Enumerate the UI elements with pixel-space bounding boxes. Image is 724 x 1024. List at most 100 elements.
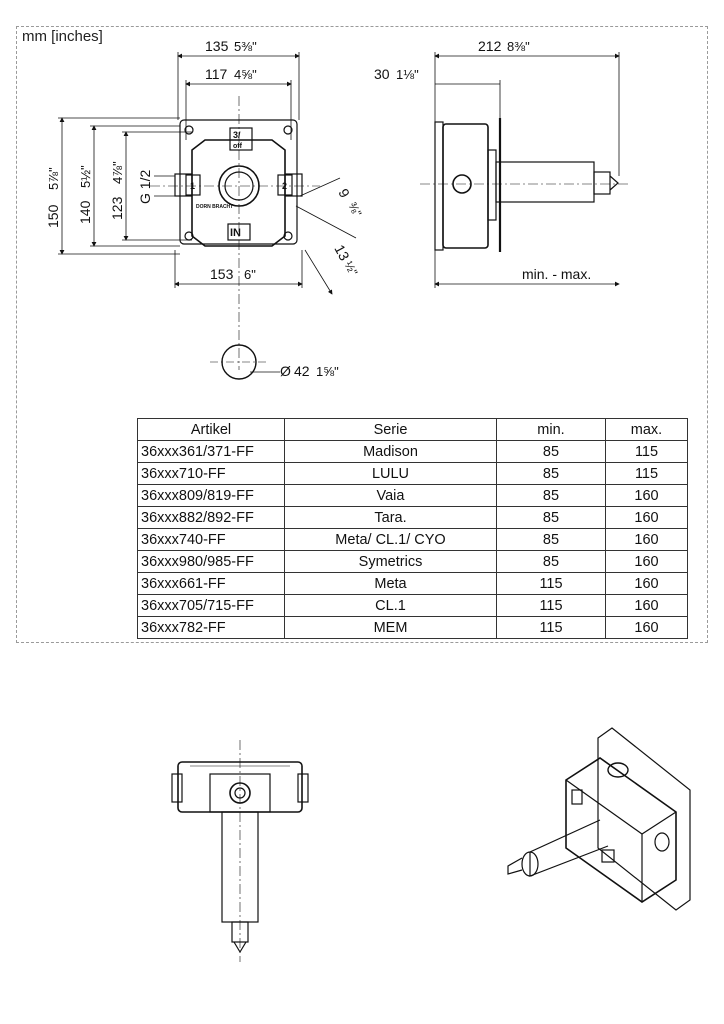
dim-width-inner: 117 (205, 66, 228, 82)
dim-height-mid-in: 5½" (78, 165, 93, 188)
port-label-left: 1 (190, 181, 195, 191)
dim-diag-large-in: ½" (341, 259, 360, 278)
dim-diag-large: 13 (331, 242, 353, 263)
cell-max: 160 (605, 550, 688, 573)
cell-max: 160 (605, 616, 688, 639)
brand-label: DORN BRACHT (196, 204, 233, 210)
dim-offset: 30 (374, 66, 390, 82)
cell-min: 85 (496, 506, 606, 529)
cell-artikel: 36xxx661-FF (137, 572, 285, 595)
cell-serie: LULU (284, 462, 497, 485)
dim-height-outer: 150 (45, 204, 61, 228)
dim-height-outer-in: 5⅞" (46, 167, 61, 190)
header-min: min. (496, 418, 606, 441)
cell-max: 115 (605, 462, 688, 485)
cell-serie: CL.1 (284, 594, 497, 617)
dim-diag-small-in: ⅜" (345, 200, 364, 219)
cell-artikel: 36xxx980/985-FF (137, 550, 285, 573)
cell-artikel: 36xxx710-FF (137, 462, 285, 485)
dim-diameter-in: 1⅝" (316, 364, 339, 379)
cell-max: 160 (605, 506, 688, 529)
cell-min: 115 (496, 572, 606, 595)
dim-height-inner-in: 4⅞" (110, 161, 125, 184)
dim-height-inner: 123 (109, 196, 125, 220)
iso-label-b (601, 849, 615, 863)
front-view (150, 96, 320, 370)
cell-max: 160 (605, 594, 688, 617)
side-collar (487, 149, 497, 221)
cell-artikel: 36xxx809/819-FF (137, 484, 285, 507)
side-dimension-text: 212 8⅜" 30 1⅛" min. - max. (374, 38, 591, 282)
dim-width-outer: 135 (205, 38, 229, 54)
cell-serie: Vaia (284, 484, 497, 507)
circle-detail-text: Ø 42 1⅝" (280, 363, 339, 379)
iso-view (507, 727, 691, 911)
iso-plate (597, 727, 691, 911)
cell-serie: Meta (284, 572, 497, 595)
cell-artikel: 36xxx361/371-FF (137, 440, 285, 463)
dim-diameter: 42 (294, 363, 310, 379)
front-dimensions (58, 52, 357, 295)
iso-top-port (607, 762, 629, 778)
cell-min: 85 (496, 484, 606, 507)
side-housing (442, 123, 489, 249)
cell-max: 160 (605, 484, 688, 507)
cell-min: 85 (496, 462, 606, 485)
port-label-in: IN (230, 227, 241, 239)
port-label-top-2: off (233, 143, 243, 150)
cell-serie: Tara. (284, 506, 497, 529)
label-box-top (229, 127, 253, 151)
cell-min: 85 (496, 440, 606, 463)
top-view (171, 740, 309, 962)
cell-serie: MEM (284, 616, 497, 639)
iso-label-a (571, 789, 583, 805)
mount-hole-br (283, 231, 293, 241)
cell-min: 85 (496, 528, 606, 551)
cell-serie: Symetrics (284, 550, 497, 573)
table-header-row: Artikel Serie min. max. (137, 418, 688, 441)
cell-artikel: 36xxx705/715-FF (137, 594, 285, 617)
dim-height-mid: 140 (77, 200, 93, 224)
cell-artikel: 36xxx740-FF (137, 528, 285, 551)
cell-min: 85 (496, 550, 606, 573)
iso-spindle (529, 819, 609, 877)
cell-serie: Meta/ CL.1/ CYO (284, 528, 497, 551)
dim-diag-small: 9 (335, 186, 353, 201)
side-spindle (495, 161, 595, 203)
side-plate (434, 121, 444, 251)
side-view (420, 118, 630, 252)
top-housing (177, 761, 303, 813)
diameter-symbol: Ø (280, 363, 291, 379)
dim-thread: G 1/2 (137, 170, 153, 204)
dim-total-in: 8⅜" (507, 39, 530, 54)
right-lug (284, 173, 303, 197)
dim-width-inner-in: 4⅝" (234, 67, 257, 82)
range-label: min. - max. (522, 266, 591, 282)
mount-hole-tr (283, 125, 293, 135)
side-dimensions (434, 52, 620, 288)
header-max: max. (605, 418, 688, 441)
side-spindle-tip (593, 171, 611, 195)
mounting-plate (179, 119, 298, 245)
port-label-top: 3/ (233, 130, 241, 140)
cell-max: 115 (605, 440, 688, 463)
cell-min: 115 (496, 594, 606, 617)
top-lug-right (297, 773, 309, 803)
cell-artikel: 36xxx782-FF (137, 616, 285, 639)
iso-spindle-end (521, 851, 539, 877)
dim-base-width: 153 (210, 266, 234, 282)
label-box-right (277, 174, 293, 196)
top-lug-left (171, 773, 183, 803)
drawing-frame (16, 26, 708, 643)
port-label-right: 2 (282, 181, 287, 191)
dim-base-width-in: 6" (244, 267, 256, 282)
cell-max: 160 (605, 528, 688, 551)
